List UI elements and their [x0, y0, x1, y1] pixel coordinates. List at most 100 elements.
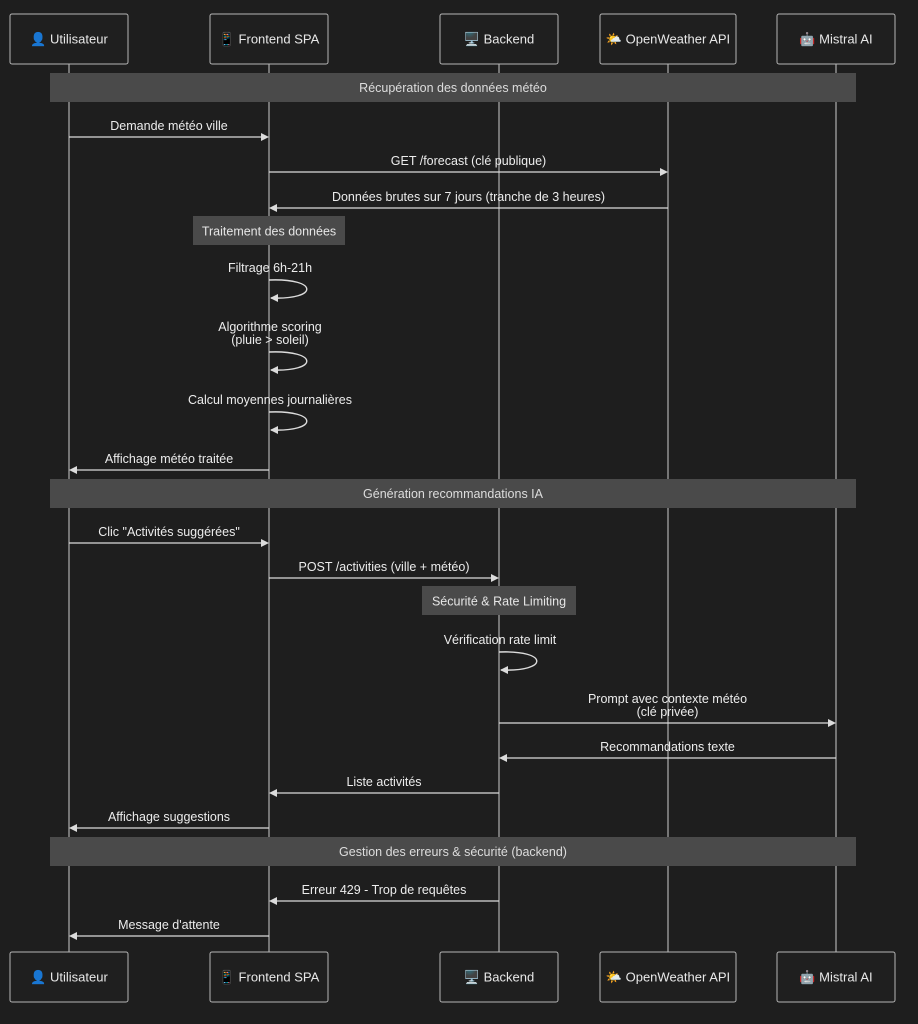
actor-box	[9, 951, 129, 1003]
actor-mistral-bottom: 🤖 Mistral AI	[776, 951, 896, 1003]
note-background	[422, 586, 576, 615]
message-7: Affichage météo traitée	[69, 452, 269, 474]
actor-label: 🤖 Mistral AI	[799, 32, 872, 47]
actor-weather-bottom: 🌤️ OpenWeather API	[599, 951, 737, 1003]
arrowhead	[261, 133, 269, 141]
actor-box	[599, 13, 737, 65]
message-5: Algorithme scoring(pluie > soleil)	[218, 320, 322, 374]
message-label: (clé privée)	[637, 705, 699, 719]
actor-box	[209, 951, 329, 1003]
message-label: Filtrage 6h-21h	[228, 261, 312, 275]
message-9: POST /activities (ville + météo)	[269, 560, 499, 582]
message-8: Clic "Activités suggérées"	[69, 525, 269, 547]
section-background	[50, 73, 856, 102]
message-14: Affichage suggestions	[69, 810, 269, 832]
section-label: Gestion des erreurs & sécurité (backend)	[339, 845, 567, 859]
arrowhead	[69, 466, 77, 474]
message-1: Demande météo ville	[69, 119, 269, 141]
actor-label: 👤 Utilisateur	[30, 970, 108, 985]
arrowhead	[499, 754, 507, 762]
actor-box	[599, 951, 737, 1003]
actor-box	[776, 951, 896, 1003]
actor-box	[209, 13, 329, 65]
section-bar-3: Gestion des erreurs & sécurité (backend)	[50, 837, 856, 866]
message-label: Demande météo ville	[110, 119, 227, 133]
actor-front-top: 📱 Frontend SPA	[209, 13, 329, 65]
arrowhead	[269, 204, 277, 212]
arrowhead	[269, 897, 277, 905]
arrowhead	[491, 574, 499, 582]
message-label: Affichage météo traitée	[105, 452, 233, 466]
section-bar-2: Génération recommandations IA	[50, 479, 856, 508]
actor-label: 🤖 Mistral AI	[799, 970, 872, 985]
arrowhead	[270, 426, 278, 434]
actor-user-bottom: 👤 Utilisateur	[9, 951, 129, 1003]
actor-label: 🖥️ Backend	[464, 32, 534, 47]
section-bar-1: Récupération des données météo	[50, 73, 856, 102]
message-12: Recommandations texte	[499, 740, 836, 762]
message-16: Message d'attente	[69, 918, 269, 940]
section-background	[50, 479, 856, 508]
note-label: Traitement des données	[202, 225, 336, 239]
message-label: POST /activities (ville + météo)	[298, 560, 469, 574]
message-label: Vérification rate limit	[444, 633, 557, 647]
actor-label: 📱 Frontend SPA	[219, 970, 320, 985]
message-4: Filtrage 6h-21h	[228, 261, 312, 302]
self-loop	[268, 351, 308, 371]
message-label: Prompt avec contexte météo	[588, 692, 747, 706]
message-label: GET /forecast (clé publique)	[391, 154, 546, 168]
arrowhead	[69, 824, 77, 832]
arrowhead	[270, 294, 278, 302]
actor-user-top: 👤 Utilisateur	[9, 13, 129, 65]
section-label: Génération recommandations IA	[363, 487, 544, 501]
message-label: (pluie > soleil)	[231, 333, 308, 347]
message-10: Vérification rate limit	[444, 633, 557, 674]
actor-label: 🌤️ OpenWeather API	[606, 32, 730, 47]
actor-back-top: 🖥️ Backend	[439, 13, 559, 65]
arrowhead	[269, 789, 277, 797]
message-13: Liste activités	[269, 775, 499, 797]
actor-label: 🌤️ OpenWeather API	[606, 970, 730, 985]
actor-weather-top: 🌤️ OpenWeather API	[599, 13, 737, 65]
message-label: Recommandations texte	[600, 740, 735, 754]
self-loop	[498, 651, 538, 671]
note-2: Sécurité & Rate Limiting	[422, 586, 576, 615]
message-2: GET /forecast (clé publique)	[269, 154, 668, 176]
message-11: Prompt avec contexte météo(clé privée)	[499, 692, 836, 727]
actor-box	[439, 951, 559, 1003]
note-background	[193, 216, 345, 245]
actor-label: 👤 Utilisateur	[30, 32, 108, 47]
actor-box	[776, 13, 896, 65]
message-3: Données brutes sur 7 jours (tranche de 3…	[269, 190, 668, 212]
section-label: Récupération des données météo	[359, 81, 547, 95]
message-label: Clic "Activités suggérées"	[98, 525, 240, 539]
message-15: Erreur 429 - Trop de requêtes	[269, 883, 499, 905]
message-label: Calcul moyennes journalières	[188, 393, 352, 407]
message-label: Erreur 429 - Trop de requêtes	[302, 883, 467, 897]
arrowhead	[261, 539, 269, 547]
actor-label: 🖥️ Backend	[464, 970, 534, 985]
actor-front-bottom: 📱 Frontend SPA	[209, 951, 329, 1003]
arrowhead	[500, 666, 508, 674]
note-label: Sécurité & Rate Limiting	[432, 595, 566, 609]
message-label: Algorithme scoring	[218, 320, 322, 334]
arrowhead	[660, 168, 668, 176]
note-1: Traitement des données	[193, 216, 345, 245]
section-background	[50, 837, 856, 866]
message-label: Liste activités	[346, 775, 421, 789]
actor-box	[439, 13, 559, 65]
message-label: Message d'attente	[118, 918, 220, 932]
self-loop	[268, 279, 308, 299]
actor-back-bottom: 🖥️ Backend	[439, 951, 559, 1003]
message-label: Données brutes sur 7 jours (tranche de 3…	[332, 190, 605, 204]
message-6: Calcul moyennes journalières	[188, 393, 352, 434]
message-label: Affichage suggestions	[108, 810, 230, 824]
arrowhead	[69, 932, 77, 940]
actor-mistral-top: 🤖 Mistral AI	[776, 13, 896, 65]
actor-label: 📱 Frontend SPA	[219, 32, 320, 47]
actor-box	[9, 13, 129, 65]
arrowhead	[270, 366, 278, 374]
arrowhead	[828, 719, 836, 727]
self-loop	[268, 411, 308, 431]
